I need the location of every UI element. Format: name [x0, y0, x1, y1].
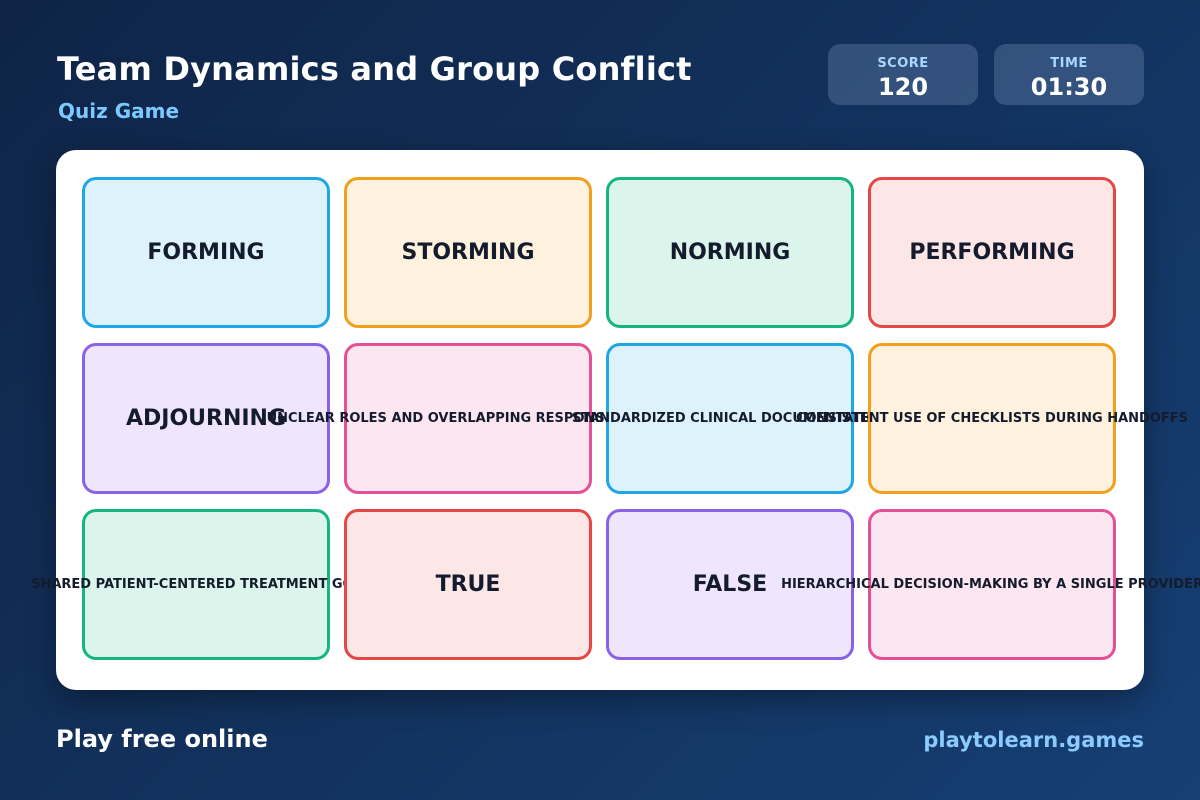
- card-unclear-roles[interactable]: UNCLEAR ROLES AND OVERLAPPING RESPONSIBI…: [267, 343, 669, 494]
- time-value: 01:30: [1030, 73, 1108, 101]
- play-free-text: Play free online: [56, 725, 268, 753]
- card-label: HIERARCHICAL DECISION-MAKING BY A SINGLE…: [781, 577, 1200, 592]
- game-type-label: Quiz Game: [58, 99, 180, 123]
- card-adjourning[interactable]: ADJOURNING: [82, 343, 330, 494]
- card-label: CONSISTENT USE OF CHECKLISTS DURING HAND…: [795, 411, 1189, 426]
- card-storming[interactable]: STORMING: [344, 177, 592, 328]
- card-label: STORMING: [401, 240, 535, 265]
- score-panel: SCORE 120: [828, 44, 978, 105]
- score-value: 120: [877, 73, 929, 101]
- score-label: SCORE: [877, 56, 929, 71]
- card-label: UNCLEAR ROLES AND OVERLAPPING RESPONSIBI…: [266, 411, 670, 426]
- card-performing[interactable]: PERFORMING: [868, 177, 1116, 328]
- card-grid: FORMING STORMING NORMING PERFORMING ADJO…: [31, 177, 1200, 660]
- card-label: ADJOURNING: [125, 406, 287, 431]
- card-shared-goals[interactable]: SHARED PATIENT-CENTERED TREATMENT GOALS: [31, 509, 381, 660]
- card-hierarchical-decision[interactable]: HIERARCHICAL DECISION-MAKING BY A SINGLE…: [781, 509, 1200, 660]
- card-label: STANDARDIZED CLINICAL DOCUMENTATION: [571, 411, 889, 426]
- card-label: SHARED PATIENT-CENTERED TREATMENT GOALS: [31, 577, 381, 592]
- page-title: Team Dynamics and Group Conflict: [57, 50, 692, 88]
- card-false[interactable]: FALSE: [606, 509, 854, 660]
- game-board: FORMING STORMING NORMING PERFORMING ADJO…: [31, 150, 1200, 690]
- site-link[interactable]: playtolearn.games: [923, 728, 1144, 752]
- card-forming[interactable]: FORMING: [82, 177, 330, 328]
- card-norming[interactable]: NORMING: [606, 177, 854, 328]
- card-checklists-handoffs[interactable]: CONSISTENT USE OF CHECKLISTS DURING HAND…: [796, 343, 1188, 494]
- time-label: TIME: [1050, 56, 1088, 71]
- card-label: FORMING: [147, 240, 265, 265]
- card-label: TRUE: [435, 572, 501, 597]
- card-standardized-documentation[interactable]: STANDARDIZED CLINICAL DOCUMENTATION: [572, 343, 888, 494]
- card-label: PERFORMING: [909, 240, 1075, 265]
- card-label: NORMING: [669, 240, 791, 265]
- card-label: FALSE: [692, 572, 768, 597]
- card-true[interactable]: TRUE: [344, 509, 592, 660]
- timer-panel: TIME 01:30: [994, 44, 1144, 105]
